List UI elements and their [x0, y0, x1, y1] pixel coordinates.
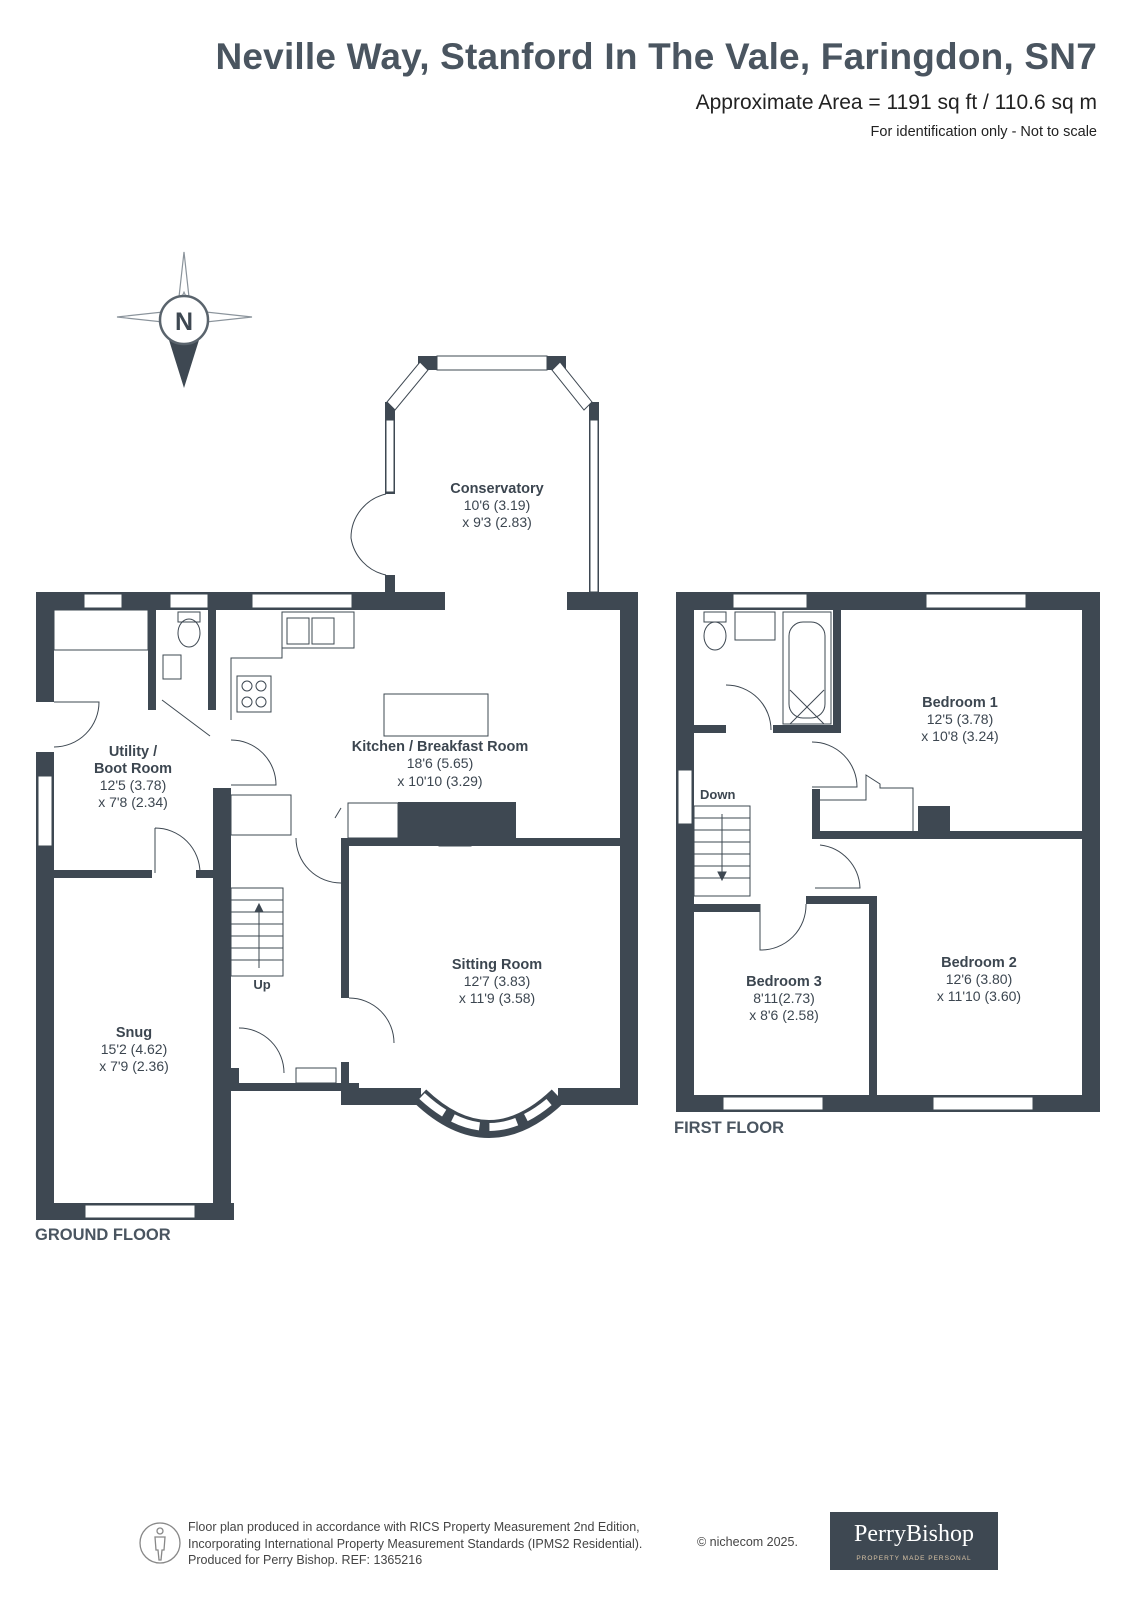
first-floor-label: FIRST FLOOR [674, 1119, 784, 1137]
room-dimension: 12'6 (3.80) [946, 971, 1013, 987]
room-bedroom3: Bedroom 3 8'11(2.73) x 8'6 (2.58) [746, 974, 822, 1023]
room-name: Snug [116, 1025, 152, 1041]
room-dimension: x 9'3 (2.83) [462, 514, 532, 530]
first-floor-doors [725, 684, 861, 951]
ground-floor-doors [53, 493, 395, 1074]
room-dimension: x 11'9 (3.58) [459, 990, 535, 1006]
room-name: Bedroom 3 [746, 974, 822, 990]
first-floor-walls [676, 592, 1100, 1112]
room-dimension: x 8'6 (2.58) [749, 1007, 819, 1023]
stairs-down-label: Down [700, 787, 735, 802]
room-conservatory: Conservatory 10'6 (3.19) x 9'3 (2.83) [450, 481, 543, 530]
room-dimension: x 11'10 (3.60) [937, 988, 1021, 1004]
room-dimension: 12'5 (3.78) [927, 711, 994, 727]
room-name: Bedroom 1 [922, 695, 998, 711]
room-dimension: 10'6 (3.19) [464, 497, 531, 513]
room-name: Utility / [109, 744, 157, 760]
room-dimension: x 7'8 (2.34) [98, 794, 168, 810]
room-bedroom2: Bedroom 2 12'6 (3.80) x 11'10 (3.60) [937, 955, 1021, 1004]
person-icon [139, 1522, 181, 1564]
approximate-area: Approximate Area = 1191 sq ft / 110.6 sq… [695, 91, 1097, 114]
footer-disclaimer: Floor plan produced in accordance with R… [188, 1519, 642, 1569]
stairs-up-label: Up [253, 977, 270, 992]
room-name: Conservatory [450, 481, 543, 497]
room-name: Bedroom 2 [941, 955, 1017, 971]
room-dimension: x 10'10 (3.29) [397, 773, 482, 789]
ground-floor-label: GROUND FLOOR [35, 1226, 171, 1244]
copyright: © nichecom 2025. [697, 1535, 798, 1549]
scale-note: For identification only - Not to scale [870, 124, 1097, 140]
ground-floor-fittings [53, 609, 489, 977]
room-utility: Utility / Boot Room 12'5 (3.78) x 7'8 (2… [94, 744, 172, 810]
room-dimension: 8'11(2.73) [753, 990, 815, 1006]
room-sitting: Sitting Room 12'7 (3.83) x 11'9 (3.58) [452, 957, 542, 1006]
bay-window [413, 1089, 565, 1138]
room-dimension: x 7'9 (2.36) [99, 1058, 169, 1074]
compass-north-label: N [175, 308, 193, 336]
room-bedroom1: Bedroom 1 12'5 (3.78) x 10'8 (3.24) [921, 695, 998, 744]
footer-line: Incorporating International Property Mea… [188, 1536, 643, 1551]
room-dimension: 12'5 (3.78) [100, 777, 167, 793]
plan-title: Neville Way, Stanford In The Vale, Farin… [215, 36, 1097, 77]
logo-tagline: PROPERTY MADE PERSONAL [856, 1555, 972, 1562]
compass-icon: N [116, 251, 253, 388]
first-floor-fittings [693, 611, 914, 897]
room-kitchen: Kitchen / Breakfast Room 18'6 (5.65) x 1… [352, 739, 528, 789]
room-dimension: x 10'8 (3.24) [921, 728, 998, 744]
room-dimension: 18'6 (5.65) [407, 755, 474, 771]
footer-line: Floor plan produced in accordance with R… [188, 1520, 640, 1534]
logo-name: PerryBishop [854, 1521, 974, 1547]
room-dimension: 15'2 (4.62) [101, 1041, 168, 1057]
ground-floor-windows [37, 355, 599, 1219]
room-dimension: 12'7 (3.83) [464, 973, 531, 989]
room-name: Kitchen / Breakfast Room [352, 739, 528, 755]
room-name: Boot Room [94, 761, 172, 777]
footer-line: Produced for Perry Bishop. REF: 1365216 [188, 1553, 423, 1567]
first-floor-windows [677, 593, 1034, 1111]
room-snug: Snug 15'2 (4.62) x 7'9 (2.36) [99, 1025, 169, 1074]
room-name: Sitting Room [452, 957, 542, 973]
brand-logo: PerryBishop PROPERTY MADE PERSONAL [830, 1512, 998, 1570]
